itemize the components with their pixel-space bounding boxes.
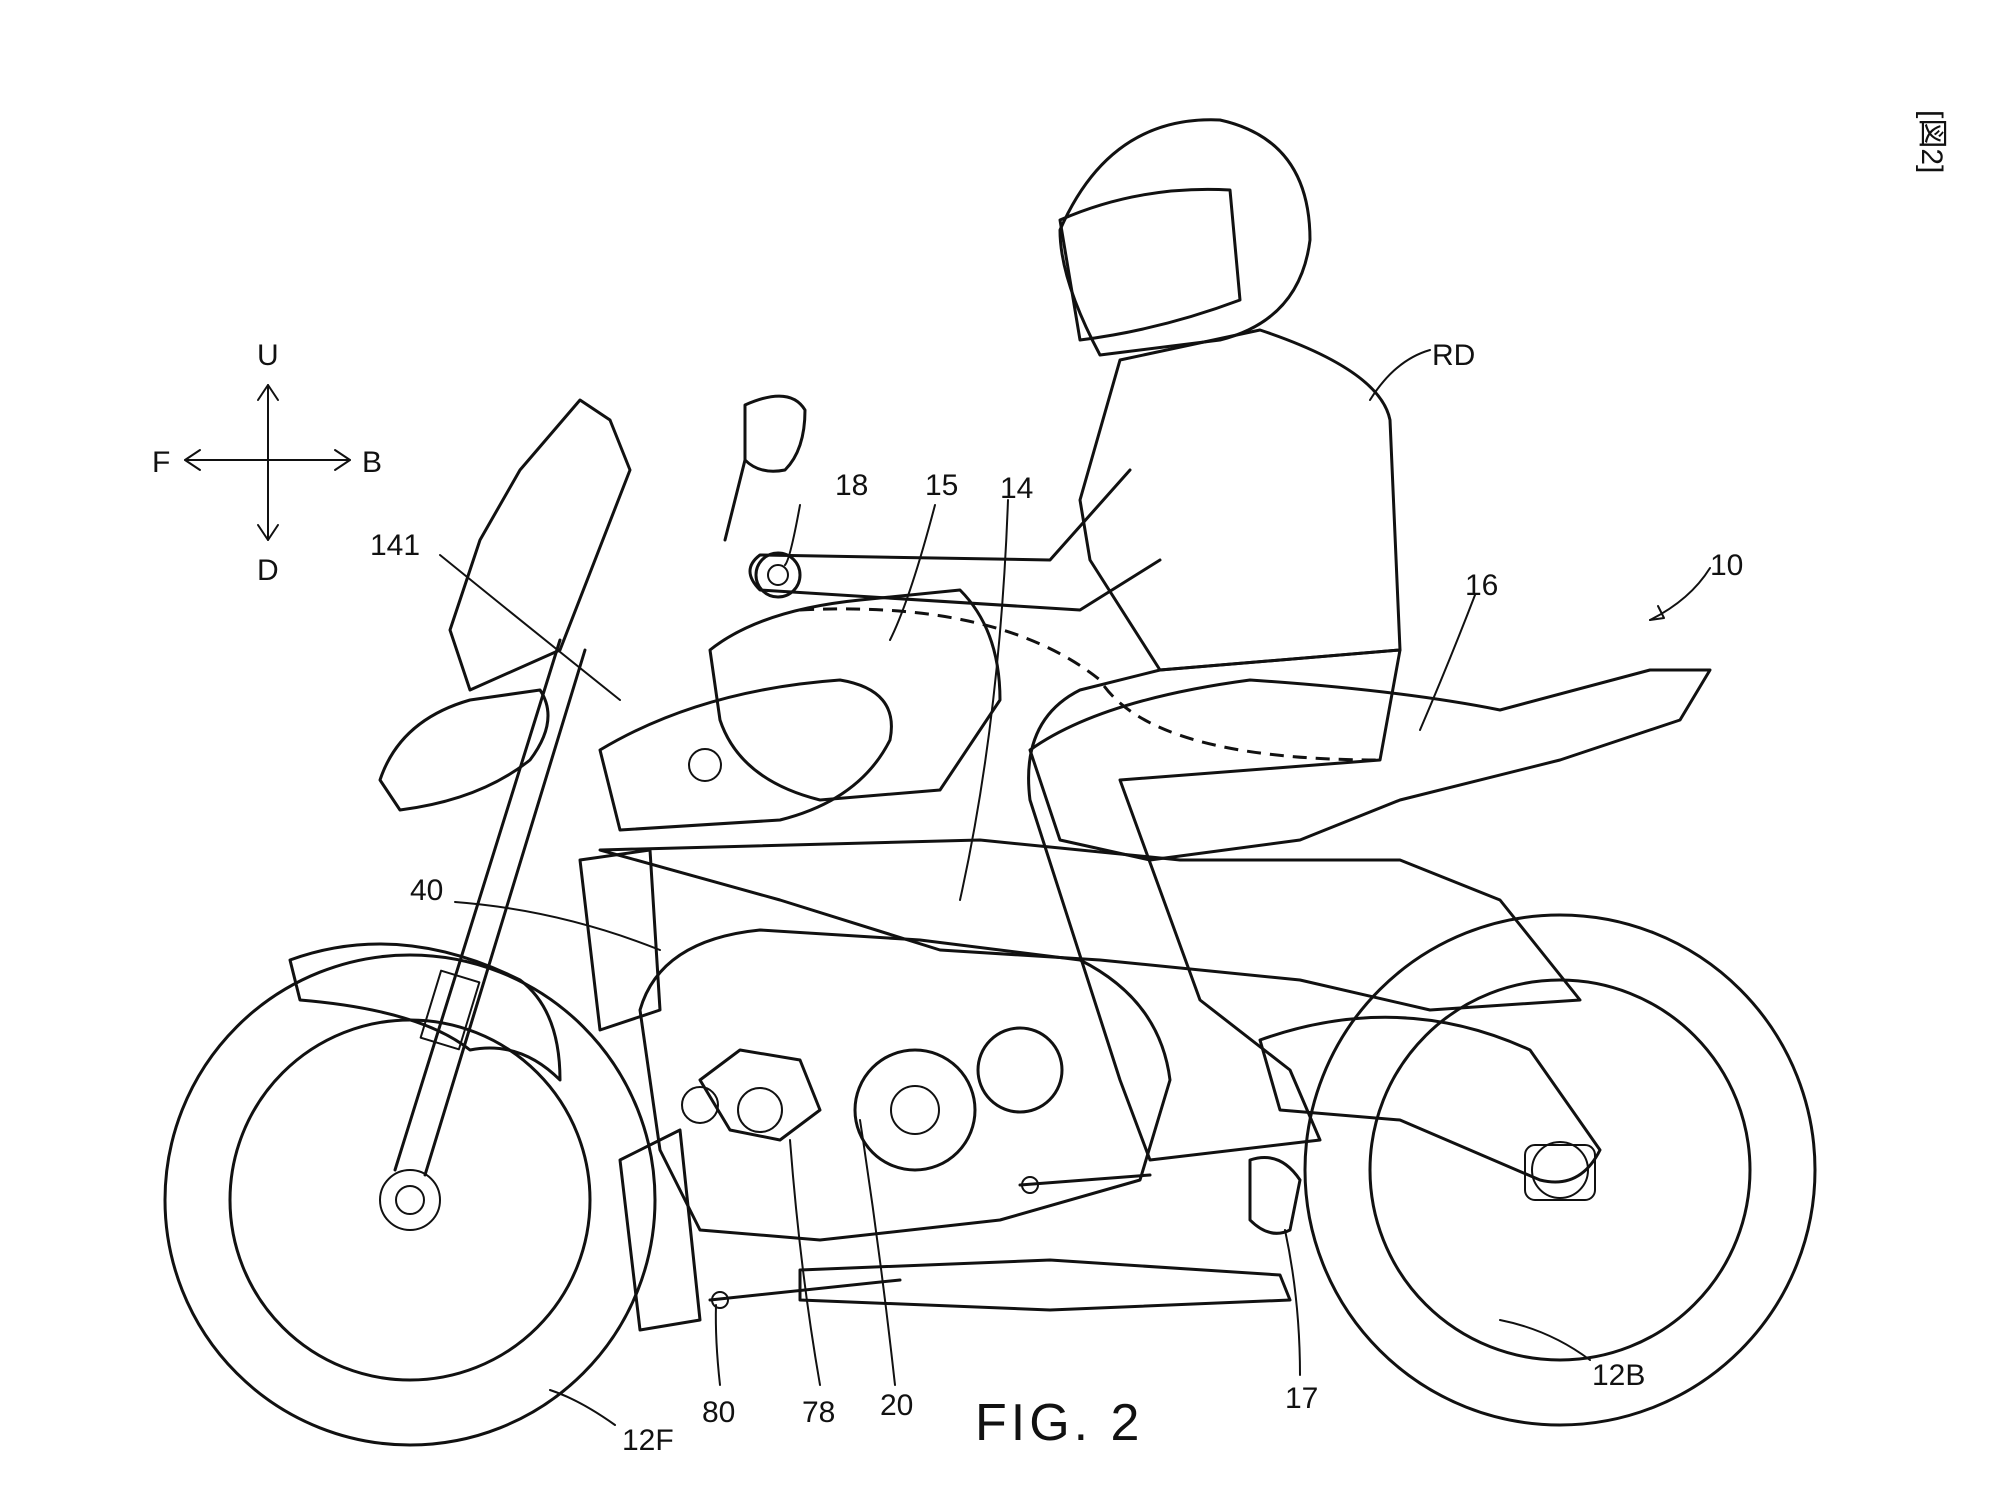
label-front-wheel: 12F [622, 1424, 674, 1457]
direction-front: F [152, 446, 170, 479]
rear-wheel [1303, 913, 1817, 1427]
rider [748, 118, 1402, 1162]
label-footrest: 17 [1285, 1382, 1318, 1415]
seat [799, 607, 1712, 862]
label-rider: RD [1432, 339, 1475, 372]
handlebar [754, 551, 802, 599]
leader-lines [439, 349, 1711, 1426]
swing-arm [1258, 1015, 1602, 1184]
windscreen [378, 398, 632, 812]
footrest [1018, 1156, 1302, 1235]
label-handlebar: 18 [835, 469, 868, 502]
label-fuel-tank: 15 [925, 469, 958, 502]
label-steering-head: 141 [370, 529, 420, 562]
label-engine: 20 [880, 1389, 913, 1422]
label-vehicle: 10 [1710, 549, 1743, 582]
direction-down: D [257, 554, 279, 587]
direction-indicator: U D F B [152, 339, 382, 587]
direction-up: U [257, 339, 279, 372]
mirror [723, 394, 807, 542]
figure-caption: FIG. 2 [975, 1394, 1143, 1452]
label-frame: 14 [1000, 472, 1033, 505]
label-rear-wheel: 12B [1592, 1359, 1645, 1392]
bodywork [598, 588, 1582, 1012]
figure-tag: [図2] [1915, 110, 1948, 173]
label-seat: 16 [1465, 569, 1498, 602]
radiator [578, 848, 702, 1332]
label-radiator: 40 [410, 874, 443, 907]
label-part-80: 80 [702, 1396, 735, 1429]
label-part-78: 78 [802, 1396, 835, 1429]
engine [638, 928, 1292, 1312]
front-wheel [163, 942, 657, 1447]
direction-back: B [362, 446, 382, 479]
